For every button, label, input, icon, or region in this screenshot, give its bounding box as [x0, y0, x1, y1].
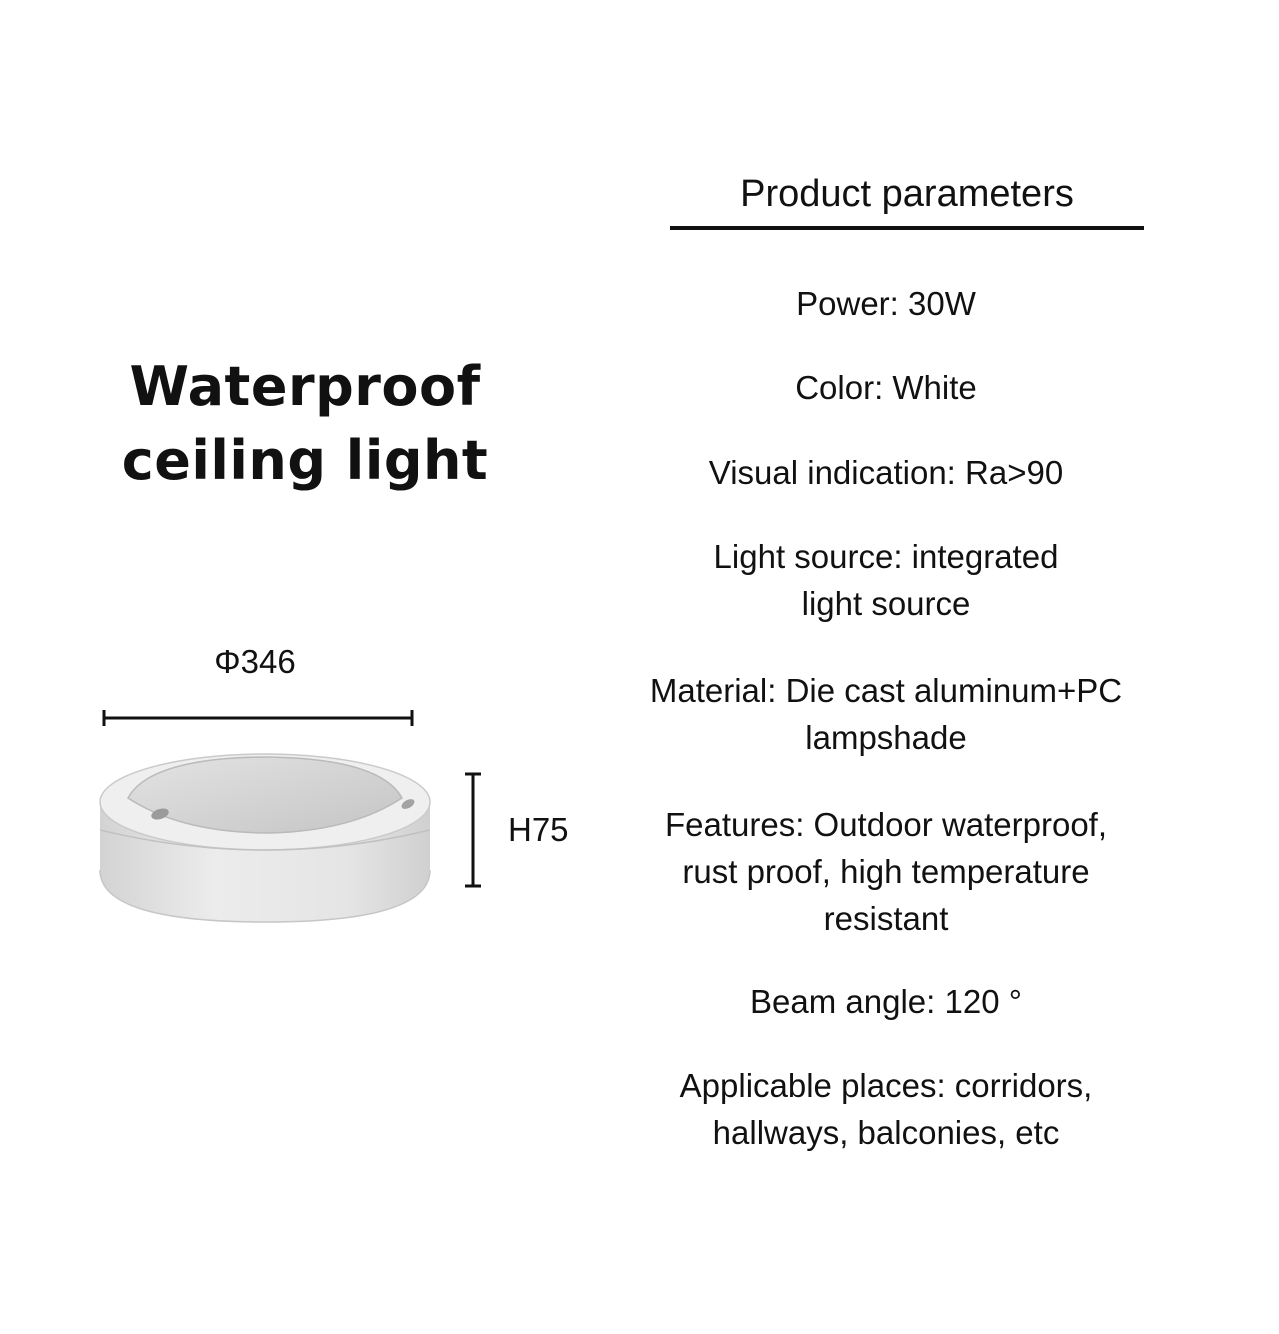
param-material-line1: Material: Die cast aluminum+PC — [649, 672, 1123, 709]
param-color-text: Color: White — [795, 369, 977, 406]
product-title-line2: ceiling light — [121, 429, 489, 492]
heading-underline — [670, 226, 1144, 230]
param-features: Features: Outdoor waterproof, rust proof… — [590, 801, 1182, 942]
product-title: Waterproof ceiling light — [90, 350, 520, 498]
param-material-line2: lampshade — [805, 719, 967, 756]
param-visual-indication-text: Visual indication: Ra>90 — [708, 454, 1064, 491]
param-color: Color: White — [590, 364, 1182, 411]
param-material: Material: Die cast aluminum+PC lampshade — [590, 667, 1182, 761]
param-beam-angle-text: Beam angle: 120 ° — [750, 983, 1022, 1020]
param-light-source-line2: light source — [801, 585, 971, 622]
param-beam-angle: Beam angle: 120 ° — [590, 978, 1182, 1025]
lamp-shade — [127, 756, 403, 834]
param-applicable-places: Applicable places: corridors, hallways, … — [590, 1062, 1182, 1156]
product-title-line1: Waterproof — [129, 355, 481, 418]
param-features-line2: rust proof, high temperature — [682, 853, 1090, 890]
parameters-heading: Product parameters — [740, 173, 1074, 215]
height-dimension-line — [465, 772, 481, 888]
param-light-source-line1: Light source: integrated — [713, 538, 1059, 575]
height-label: H75 — [508, 811, 569, 848]
width-dimension-line — [102, 710, 414, 726]
ceiling-light-photo — [99, 710, 481, 923]
diameter-label: Φ346 — [214, 643, 296, 680]
param-power: Power: 30W — [590, 280, 1182, 327]
param-power-text: Power: 30W — [796, 285, 976, 322]
screw-hole-right — [401, 799, 415, 809]
screw-hole-left — [151, 808, 169, 820]
param-visual-indication: Visual indication: Ra>90 — [590, 449, 1182, 496]
param-light-source: Light source: integrated light source — [590, 533, 1182, 627]
param-features-line1: Features: Outdoor waterproof, — [664, 806, 1108, 843]
param-applicable-places-line1: Applicable places: corridors, — [679, 1067, 1093, 1104]
param-applicable-places-line2: hallways, balconies, etc — [712, 1114, 1060, 1151]
param-features-line3: resistant — [823, 900, 949, 937]
